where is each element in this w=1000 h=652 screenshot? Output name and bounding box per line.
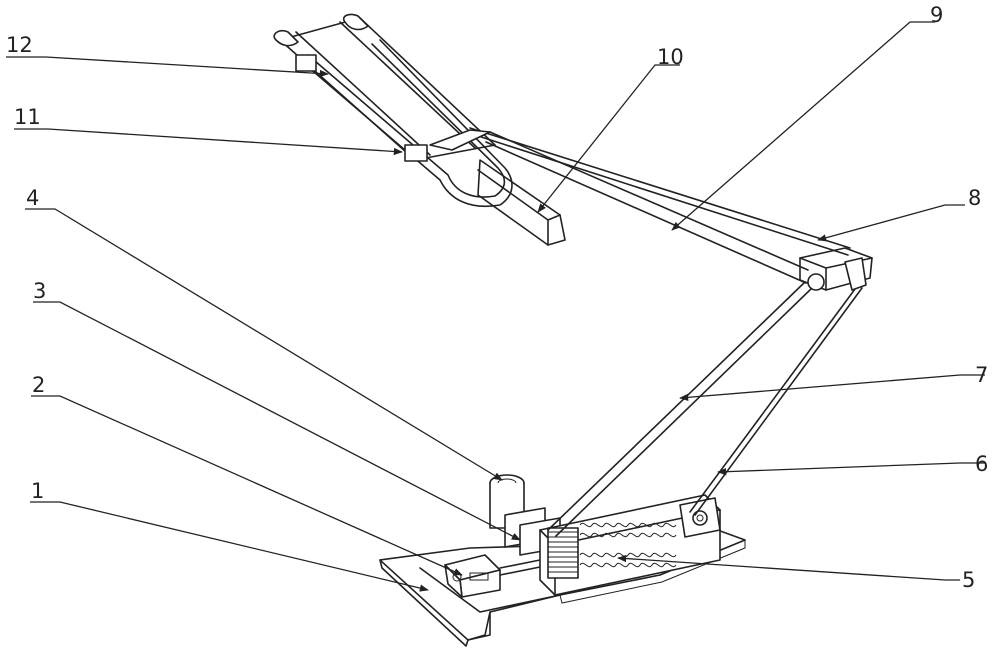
upper-arm-9 bbox=[469, 127, 851, 284]
callout-1: 1 bbox=[31, 479, 44, 503]
callout-8: 8 bbox=[968, 186, 981, 210]
knee-joint-8 bbox=[799, 247, 873, 291]
callout-10: 10 bbox=[657, 45, 684, 69]
callout-7: 7 bbox=[975, 363, 988, 387]
pantograph-head bbox=[273, 13, 513, 207]
upper-spring bbox=[579, 522, 677, 538]
lower-spring bbox=[579, 552, 677, 568]
callout-4: 4 bbox=[26, 186, 39, 210]
lower-arm-7 bbox=[547, 281, 813, 537]
rod-6 bbox=[689, 284, 863, 516]
callout-3: 3 bbox=[33, 279, 46, 303]
callout-2: 2 bbox=[32, 373, 45, 397]
callout-9: 9 bbox=[930, 3, 943, 27]
callout-5: 5 bbox=[962, 568, 975, 592]
callout-labels: 12 11 4 3 2 1 5 6 7 8 9 10 bbox=[6, 3, 988, 592]
base-block-2 bbox=[444, 554, 551, 598]
bracket-10 bbox=[477, 159, 566, 246]
callout-6: 6 bbox=[975, 452, 988, 476]
callout-11: 11 bbox=[14, 105, 41, 129]
spring-assembly bbox=[539, 494, 721, 596]
callout-12: 12 bbox=[6, 33, 33, 57]
callout-underlines bbox=[6, 56, 60, 503]
